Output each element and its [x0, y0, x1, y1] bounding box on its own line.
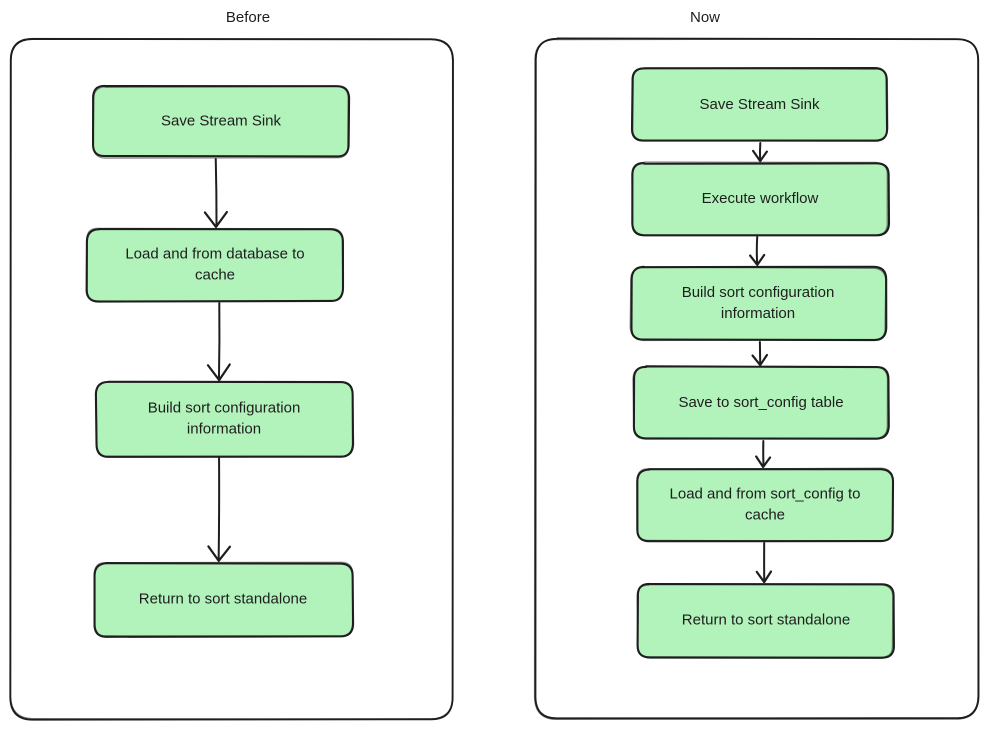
arrow-head-icon: [207, 545, 232, 562]
arrow-head-icon: [755, 455, 772, 469]
node-outline-accent-n4: [632, 365, 889, 440]
node-label-n1: Save Stream Sink: [699, 96, 820, 113]
arrow-head-icon: [751, 149, 768, 163]
panel-frame-before: [9, 37, 454, 721]
flow-node-n2[interactable]: Execute workflow: [631, 161, 891, 237]
flow-node-n6[interactable]: Return to sort standalone: [636, 582, 895, 659]
flow-node-n1[interactable]: Save Stream Sink: [630, 67, 889, 142]
node-label-b1: Save Stream Sink: [161, 112, 282, 129]
node-shape-b1: [91, 84, 351, 158]
node-outline-accent-n1: [632, 67, 889, 141]
arrow-b2-to-b3: [206, 302, 231, 382]
arrow-head-icon: [751, 353, 769, 367]
node-shape-n5: [636, 468, 895, 543]
panel-title-before: Before: [226, 9, 270, 26]
node-shape-n3: [630, 265, 888, 342]
edges-now: [749, 142, 773, 584]
node-label-b4: Return to sort standalone: [139, 590, 307, 607]
panel-title-now: Now: [690, 9, 720, 26]
panel-frame-now: [533, 37, 980, 720]
node-label-n2: Execute workflow: [702, 190, 819, 207]
arrow-n3-to-n4: [751, 341, 769, 367]
arrow-b1-to-b2: [203, 158, 229, 229]
flow-node-n4[interactable]: Save to sort_config table: [632, 365, 890, 440]
arrow-head-icon: [755, 570, 773, 584]
node-outline-accent-b4: [93, 561, 354, 637]
flow-node-b4[interactable]: Return to sort standalone: [93, 561, 355, 638]
arrow-head-icon: [203, 210, 229, 229]
node-shape-b2: [85, 228, 345, 303]
node-outline-accent-n5: [636, 467, 894, 542]
arrow-n5-to-n6: [755, 542, 773, 584]
flow-node-b1[interactable]: Save Stream Sink: [91, 84, 351, 159]
edges-before: [203, 158, 232, 562]
node-outline-accent-n6: [636, 583, 894, 658]
node-outline-accent-b3: [95, 381, 355, 458]
node-outline-accent-b1: [92, 85, 349, 159]
arrow-head-icon: [749, 253, 766, 266]
node-label-n6: Return to sort standalone: [682, 611, 850, 628]
arrow-n4-to-n5: [755, 440, 772, 469]
node-outline-accent-n3: [629, 266, 887, 342]
node-outline-accent-b2: [85, 227, 344, 302]
arrow-n1-to-n2: [751, 142, 768, 163]
arrow-head-icon: [206, 363, 231, 382]
node-outline-accent-n2: [631, 161, 888, 236]
arrow-b3-to-b4: [207, 457, 232, 562]
node-label-n4: Save to sort_config table: [678, 394, 843, 411]
arrow-n2-to-n3: [749, 236, 766, 266]
node-shape-b3: [94, 380, 355, 458]
